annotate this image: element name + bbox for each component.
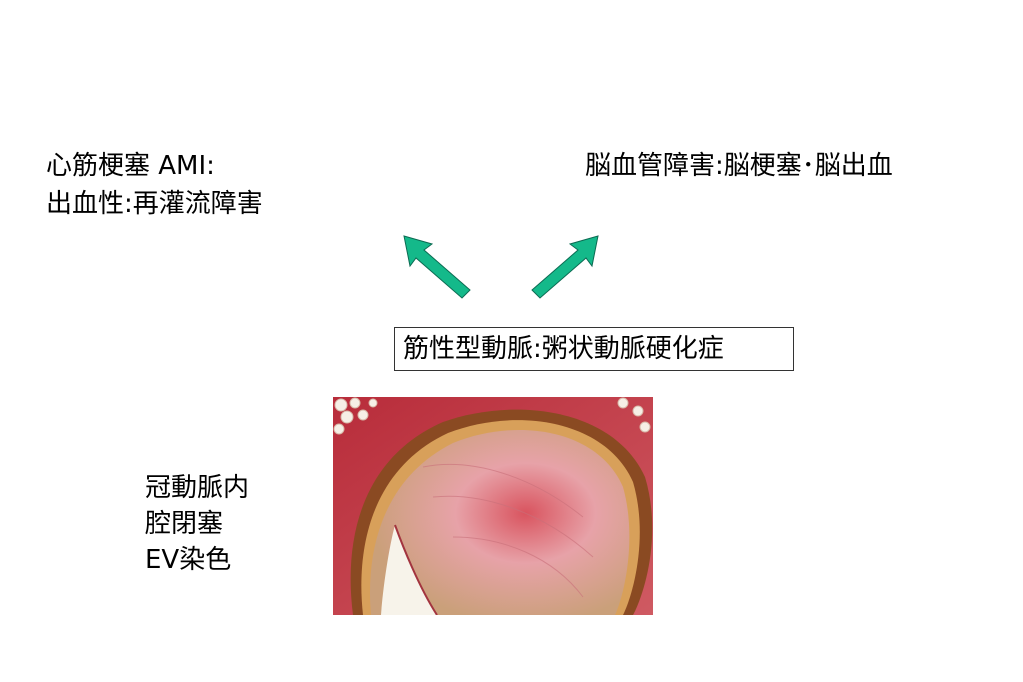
caption-line3: EV染色 <box>145 545 232 575</box>
left-text-line2: 出血性:再灌流障害 <box>46 189 263 219</box>
micrograph-caption: 冠動脈内 腔閉塞 EV染色 <box>145 470 249 578</box>
left-text-line1: 心筋梗塞 AMI: <box>46 151 215 181</box>
center-label: 筋性型動脈:粥状動脈硬化症 <box>403 334 724 364</box>
caption-line2: 腔閉塞 <box>145 509 224 539</box>
right-text-block: 脳血管障害:脳梗塞･脳出血 <box>585 147 893 185</box>
caption-line1: 冠動脈内 <box>145 473 250 503</box>
left-text-block: 心筋梗塞 AMI: 出血性:再灌流障害 <box>46 147 263 223</box>
coronary-micrograph-image <box>333 397 653 615</box>
center-label-box: 筋性型動脈:粥状動脈硬化症 <box>394 327 794 371</box>
right-text-line1: 脳血管障害:脳梗塞･脳出血 <box>585 151 893 181</box>
arrow-up-right-icon <box>531 235 599 299</box>
arrow-up-left-icon <box>403 235 471 299</box>
